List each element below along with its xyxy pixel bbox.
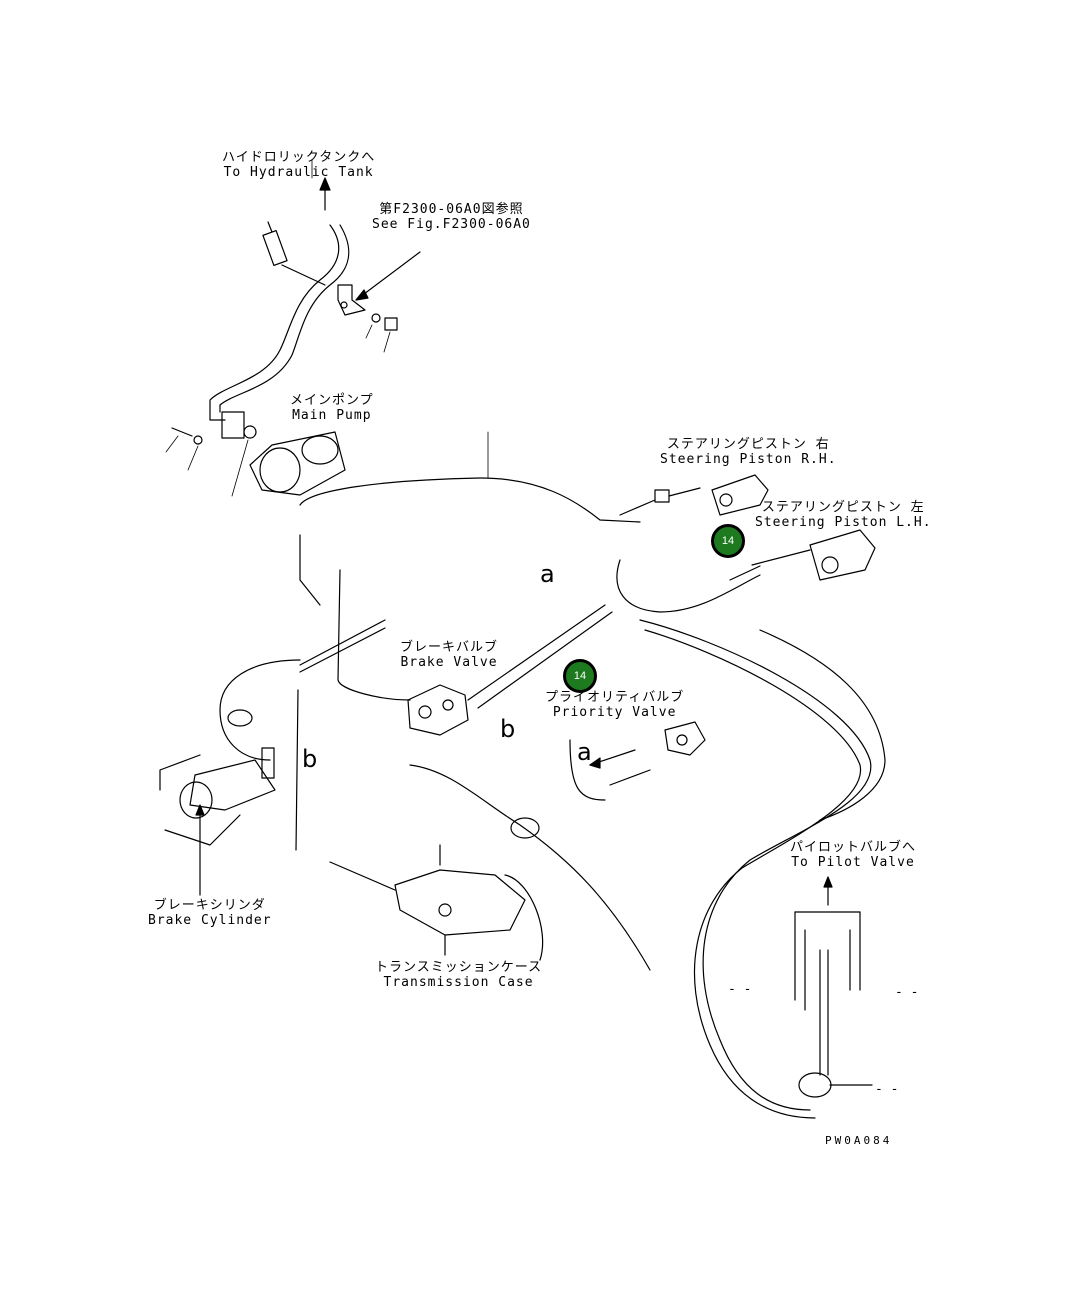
main-pump — [165, 411, 346, 497]
pilot-valve-hoses — [794, 876, 873, 1098]
section-letter-a: a — [540, 560, 555, 588]
left-hose-loop — [219, 659, 301, 851]
label-steering-piston-rh: ステアリングピストン 右 Steering Piston R.H. — [660, 437, 837, 467]
section-letter-b: b — [500, 715, 516, 743]
label-en: Steering Piston R.H. — [660, 452, 837, 467]
label-jp: メインポンプ — [290, 393, 374, 408]
brake-cylinder — [159, 747, 276, 896]
label-transmission-case: トランスミッションケース Transmission Case — [375, 960, 542, 990]
steering-piston-lh — [729, 529, 876, 581]
label-brake-valve: ブレーキバルブ Brake Valve — [400, 640, 498, 670]
label-jp: ハイドロリックタンクへ — [222, 150, 376, 165]
label-main-pump: メインポンプ Main Pump — [290, 393, 374, 423]
top-hose-loop — [299, 431, 641, 523]
steering-piston-rh — [619, 474, 769, 516]
priority-valve — [589, 721, 706, 786]
label-jp: ブレーキシリンダ — [153, 898, 266, 913]
upper-left-hose — [262, 221, 326, 286]
label-en: See Fig.F2300-06A0 — [372, 217, 531, 232]
label-en: Main Pump — [292, 408, 372, 423]
label-to-pilot-valve: パイロットバルブへ To Pilot Valve — [790, 840, 916, 870]
label-en: To Hydraulic Tank — [223, 165, 374, 180]
label-en: Priority Valve — [552, 705, 677, 720]
section-letter-a: a — [577, 738, 592, 766]
label-jp: ブレーキバルブ — [400, 640, 499, 655]
callout-marker-14[interactable]: 14 — [563, 659, 597, 693]
label-en: Brake Cylinder — [148, 913, 272, 928]
label-jp: ステアリングピストン 右 — [666, 437, 830, 452]
section-letter-b: b — [302, 745, 318, 773]
label-steering-piston-lh: ステアリングピストン 左 Steering Piston L.H. — [755, 500, 932, 530]
label-en: Brake Valve — [400, 655, 498, 670]
label-priority-valve: プライオリティバルブ Priority Valve — [545, 690, 684, 720]
label-brake-cylinder: ブレーキシリンダ Brake Cylinder — [148, 898, 272, 928]
right-hose-bundle — [616, 559, 886, 1119]
drawing-code: PW0A084 — [825, 1134, 893, 1147]
label-jp: プライオリティバルブ — [545, 690, 685, 705]
callout-marker-14[interactable]: 14 — [711, 524, 745, 558]
dash-mark: - - — [895, 985, 919, 1000]
clamp-bracket — [337, 251, 421, 353]
dash-mark: - - — [728, 982, 752, 997]
tank-return-pipe — [209, 159, 350, 421]
label-jp: ステアリングピストン 左 — [761, 500, 925, 515]
label-to-hydraulic-tank: ハイドロリックタンクへ To Hydraulic Tank — [222, 150, 375, 180]
dash-mark: - - — [875, 1082, 899, 1097]
label-en: Steering Piston L.H. — [755, 515, 932, 530]
label-en: Transmission Case — [383, 975, 534, 990]
label-jp: 第F2300-06A0図参照 — [379, 202, 524, 217]
transmission-case — [329, 844, 544, 961]
label-jp: パイロットバルブへ — [790, 840, 917, 855]
label-see-fig: 第F2300-06A0図参照 See Fig.F2300-06A0 — [372, 202, 531, 232]
transmission-loop — [409, 739, 651, 971]
label-en: To Pilot Valve — [791, 855, 915, 870]
label-jp: トランスミッションケース — [375, 960, 543, 975]
brake-valve — [299, 534, 613, 736]
